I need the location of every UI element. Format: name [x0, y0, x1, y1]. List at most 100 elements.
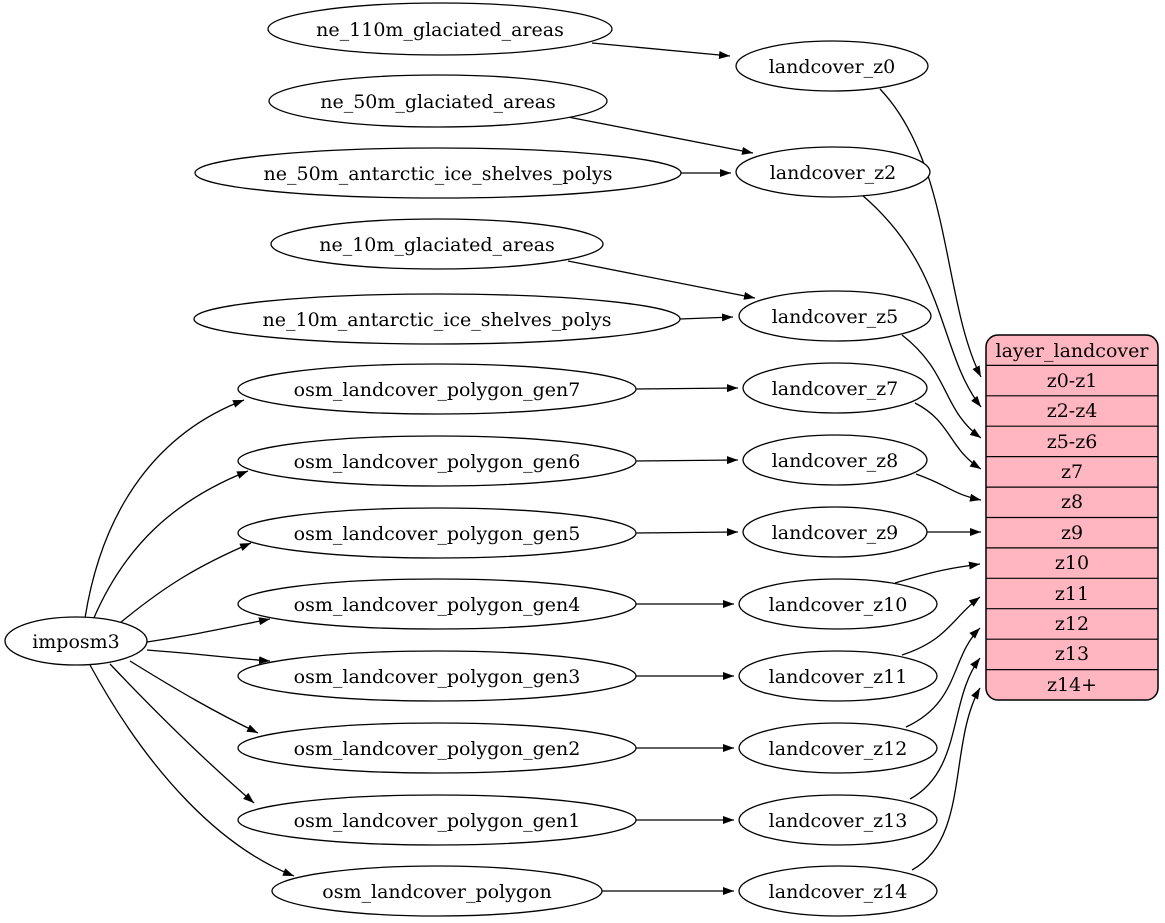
node-landcover-z11-label: landcover_z11 [769, 666, 908, 688]
edge-ne_50m_glaciated_areas-landcover_z2 [567, 116, 754, 155]
node-imposm3-label: imposm3 [32, 631, 120, 653]
node-osm-landcover-polygon-shape [271, 865, 603, 917]
node-osm-landcover-polygon-gen5-shape [237, 507, 637, 559]
node-landcover-z2: landcover_z2 [735, 146, 931, 198]
node-landcover-z12-shape [738, 722, 938, 774]
node-osm-landcover-polygon-gen7-label: osm_landcover_polygon_gen7 [294, 379, 581, 401]
node-osm-landcover-polygon-gen7: osm_landcover_polygon_gen7 [237, 363, 637, 415]
node-osm-landcover-polygon-gen2-shape [237, 722, 637, 774]
node-landcover-z7-shape [742, 362, 928, 414]
node-ne-110m-glaciated-areas-shape [267, 2, 613, 56]
node-landcover-z13-label: landcover_z13 [769, 810, 908, 832]
node-osm-landcover-polygon-gen4-shape [237, 578, 637, 630]
record-row-z7: z7 [1061, 461, 1083, 483]
node-landcover-z13-shape [738, 794, 938, 846]
node-landcover-z5-shape [738, 290, 932, 342]
edge-osm_landcover_polygon_gen7-landcover_z7 [635, 384, 739, 393]
node-ne-10m-antarctic-ice-shelves-polys-label: ne_10m_antarctic_ice_shelves_polys [263, 309, 612, 331]
node-osm-landcover-polygon-gen3: osm_landcover_polygon_gen3 [237, 650, 637, 702]
edge-landcover_z8-row-z8 [915, 473, 982, 502]
node-landcover-z11-shape [738, 650, 938, 702]
node-ne-50m-antarctic-ice-shelves-polys-label: ne_50m_antarctic_ice_shelves_polys [264, 163, 613, 185]
node-ne-50m-glaciated-areas-shape [268, 74, 608, 128]
edge-imposm3-osm_landcover_polygon_gen7 [84, 399, 245, 619]
record-row-z5-z6: z5-z6 [1047, 431, 1098, 453]
edge-imposm3-osm_landcover_polygon_gen2 [129, 660, 259, 734]
node-landcover-z12-label: landcover_z12 [769, 738, 908, 760]
node-ne-50m-glaciated-areas: ne_50m_glaciated_areas [268, 74, 608, 128]
edge-ne_10m_glaciated_areas-landcover_z5 [567, 260, 756, 300]
node-landcover-z10-label: landcover_z10 [769, 594, 908, 616]
node-osm-landcover-polygon-gen1-shape [237, 794, 637, 846]
node-landcover-z8-shape [742, 434, 928, 486]
node-landcover-z9-shape [742, 506, 928, 558]
node-ne-50m-glaciated-areas-label: ne_50m_glaciated_areas [320, 91, 556, 113]
node-landcover-z14-label: landcover_z14 [769, 881, 908, 903]
edge-ne_10m_antarctic_ice_shelves_polys-landcover_z5 [679, 313, 734, 322]
record-row-z12: z12 [1055, 613, 1089, 635]
edge-landcover_z12-row-z12 [905, 627, 981, 728]
record-row-z14plus: z14+ [1047, 674, 1097, 696]
node-ne-10m-glaciated-areas: ne_10m_glaciated_areas [270, 218, 604, 270]
edge-landcover_z14-row-z14plus [911, 687, 981, 871]
edge-landcover_z11-row-z11 [901, 596, 981, 656]
node-landcover-z14: landcover_z14 [738, 865, 938, 917]
node-osm-landcover-polygon-gen7-shape [237, 363, 637, 415]
record-row-z0-z1: z0-z1 [1047, 370, 1098, 392]
edge-imposm3-osm_landcover_polygon [89, 664, 295, 877]
node-landcover-z0-label: landcover_z0 [769, 56, 896, 78]
node-landcover-z2-label: landcover_z2 [770, 162, 897, 184]
node-osm-landcover-polygon-gen2-label: osm_landcover_polygon_gen2 [294, 738, 581, 760]
node-imposm3-shape [4, 616, 148, 666]
node-ne-10m-glaciated-areas-shape [270, 218, 604, 270]
edge-landcover_z10-row-z10 [894, 561, 981, 584]
node-osm-landcover-polygon-gen6: osm_landcover_polygon_gen6 [237, 435, 637, 487]
node-imposm3: imposm3 [4, 616, 148, 666]
edge-imposm3-osm_landcover_polygon_gen1 [109, 663, 255, 804]
node-osm-landcover-polygon-gen3-shape [237, 650, 637, 702]
node-landcover-z14-shape [738, 865, 938, 917]
edge-imposm3-osm_landcover_polygon_gen6 [92, 470, 249, 621]
node-ne-110m-glaciated-areas: ne_110m_glaciated_areas [267, 2, 613, 56]
node-landcover-z11: landcover_z11 [738, 650, 938, 702]
edge-landcover_z5-row-z5-z6 [901, 334, 982, 439]
record-row-z2-z4: z2-z4 [1047, 400, 1098, 422]
node-landcover-z13: landcover_z13 [738, 794, 938, 846]
edge-landcover_z2-row-z2-z4 [861, 194, 982, 408]
record-row-z9: z9 [1061, 522, 1083, 544]
node-landcover-z10-shape [738, 578, 938, 630]
node-ne-10m-glaciated-areas-label: ne_10m_glaciated_areas [319, 234, 555, 256]
record-row-z11: z11 [1055, 583, 1089, 605]
node-osm-landcover-polygon-gen1-label: osm_landcover_polygon_gen1 [294, 810, 581, 832]
node-ne-50m-antarctic-ice-shelves-polys: ne_50m_antarctic_ice_shelves_polys [194, 147, 682, 199]
node-osm-landcover-polygon: osm_landcover_polygon [271, 865, 603, 917]
node-osm-landcover-polygon-gen4: osm_landcover_polygon_gen4 [237, 578, 637, 630]
nodes-layer: imposm3 ne_110m_glaciated_areas ne_50m_g… [4, 2, 938, 917]
node-landcover-z9: landcover_z9 [742, 506, 928, 558]
node-osm-landcover-polygon-gen1: osm_landcover_polygon_gen1 [237, 794, 637, 846]
node-ne-110m-glaciated-areas-label: ne_110m_glaciated_areas [316, 19, 564, 41]
node-landcover-z12: landcover_z12 [738, 722, 938, 774]
edge-landcover_z7-row-z7 [914, 402, 982, 470]
node-osm-landcover-polygon-gen5-label: osm_landcover_polygon_gen5 [294, 523, 581, 545]
edge-osm_landcover_polygon_gen5-landcover_z9 [635, 528, 739, 537]
node-ne-50m-antarctic-ice-shelves-polys-shape [194, 147, 682, 199]
record-row-z8: z8 [1061, 491, 1083, 513]
node-osm-landcover-polygon-gen6-label: osm_landcover_polygon_gen6 [294, 451, 581, 473]
edge-osm_landcover_polygon_gen6-landcover_z8 [635, 456, 739, 465]
node-landcover-z5: landcover_z5 [738, 290, 932, 342]
edge-ne_110m_glaciated_areas-landcover_z0 [591, 42, 731, 59]
edge-imposm3-osm_landcover_polygon_gen5 [113, 542, 252, 629]
edge-imposm3-osm_landcover_polygon_gen3 [146, 649, 271, 665]
record-layer-landcover: layer_landcover z0-z1 z2-z4 z5-z6 z7 z8 … [985, 334, 1159, 701]
node-landcover-z8-label: landcover_z8 [772, 450, 899, 472]
edge-landcover_z13-row-z13 [909, 657, 981, 800]
node-landcover-z8: landcover_z8 [742, 434, 928, 486]
node-landcover-z2-shape [735, 146, 931, 198]
node-landcover-z10: landcover_z10 [738, 578, 938, 630]
node-landcover-z5-label: landcover_z5 [772, 306, 899, 328]
edge-landcover_z0-row-z0-z1 [879, 88, 982, 378]
record-row-z13: z13 [1055, 643, 1089, 665]
